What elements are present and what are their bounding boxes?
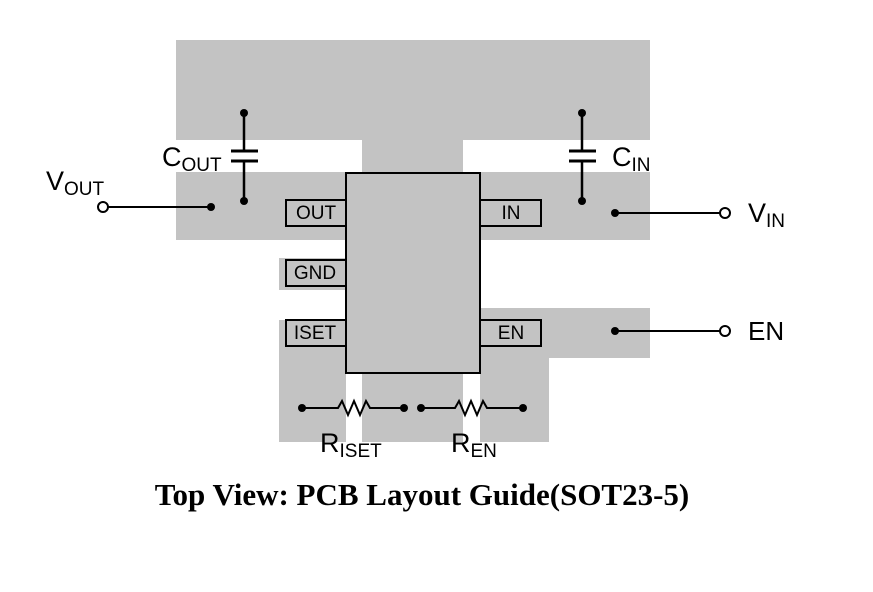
en-pour-lower: [480, 358, 549, 442]
riset-resistor: [298, 398, 408, 418]
ren-label: REN: [451, 428, 497, 462]
pin-out-label: OUT: [296, 203, 337, 224]
riset-label: RISET: [320, 428, 382, 462]
cin-label: CIN: [612, 142, 651, 176]
pin-iset-label: ISET: [294, 323, 337, 344]
pin-iset: [285, 319, 347, 347]
cin-capacitor: [569, 109, 596, 205]
pin-gnd-label: GND: [294, 263, 336, 284]
pin-en-label: EN: [498, 323, 524, 344]
vout-terminal: [97, 201, 215, 213]
diagram-caption: Top View: PCB Layout Guide(SOT23-5): [155, 477, 690, 512]
pin-out: [285, 199, 347, 227]
pin-en: [479, 319, 542, 347]
en-terminal: [611, 325, 731, 337]
pin-pads: OUT GND ISET IN EN: [285, 199, 542, 347]
ren-resistor: [417, 398, 527, 418]
en-terminal-label: EN: [748, 316, 784, 346]
vin-terminal: [611, 207, 731, 219]
ground-pour-top: [176, 40, 650, 140]
pin-in-label: IN: [502, 203, 521, 224]
cout-label: COUT: [162, 142, 222, 176]
cout-capacitor: [231, 109, 258, 205]
pin-in: [479, 199, 542, 227]
pin-gnd: [285, 259, 347, 287]
vout-label: VOUT: [46, 166, 105, 200]
vin-label: VIN: [748, 198, 785, 232]
ic-body: [345, 172, 481, 374]
ic-package: [345, 172, 481, 374]
